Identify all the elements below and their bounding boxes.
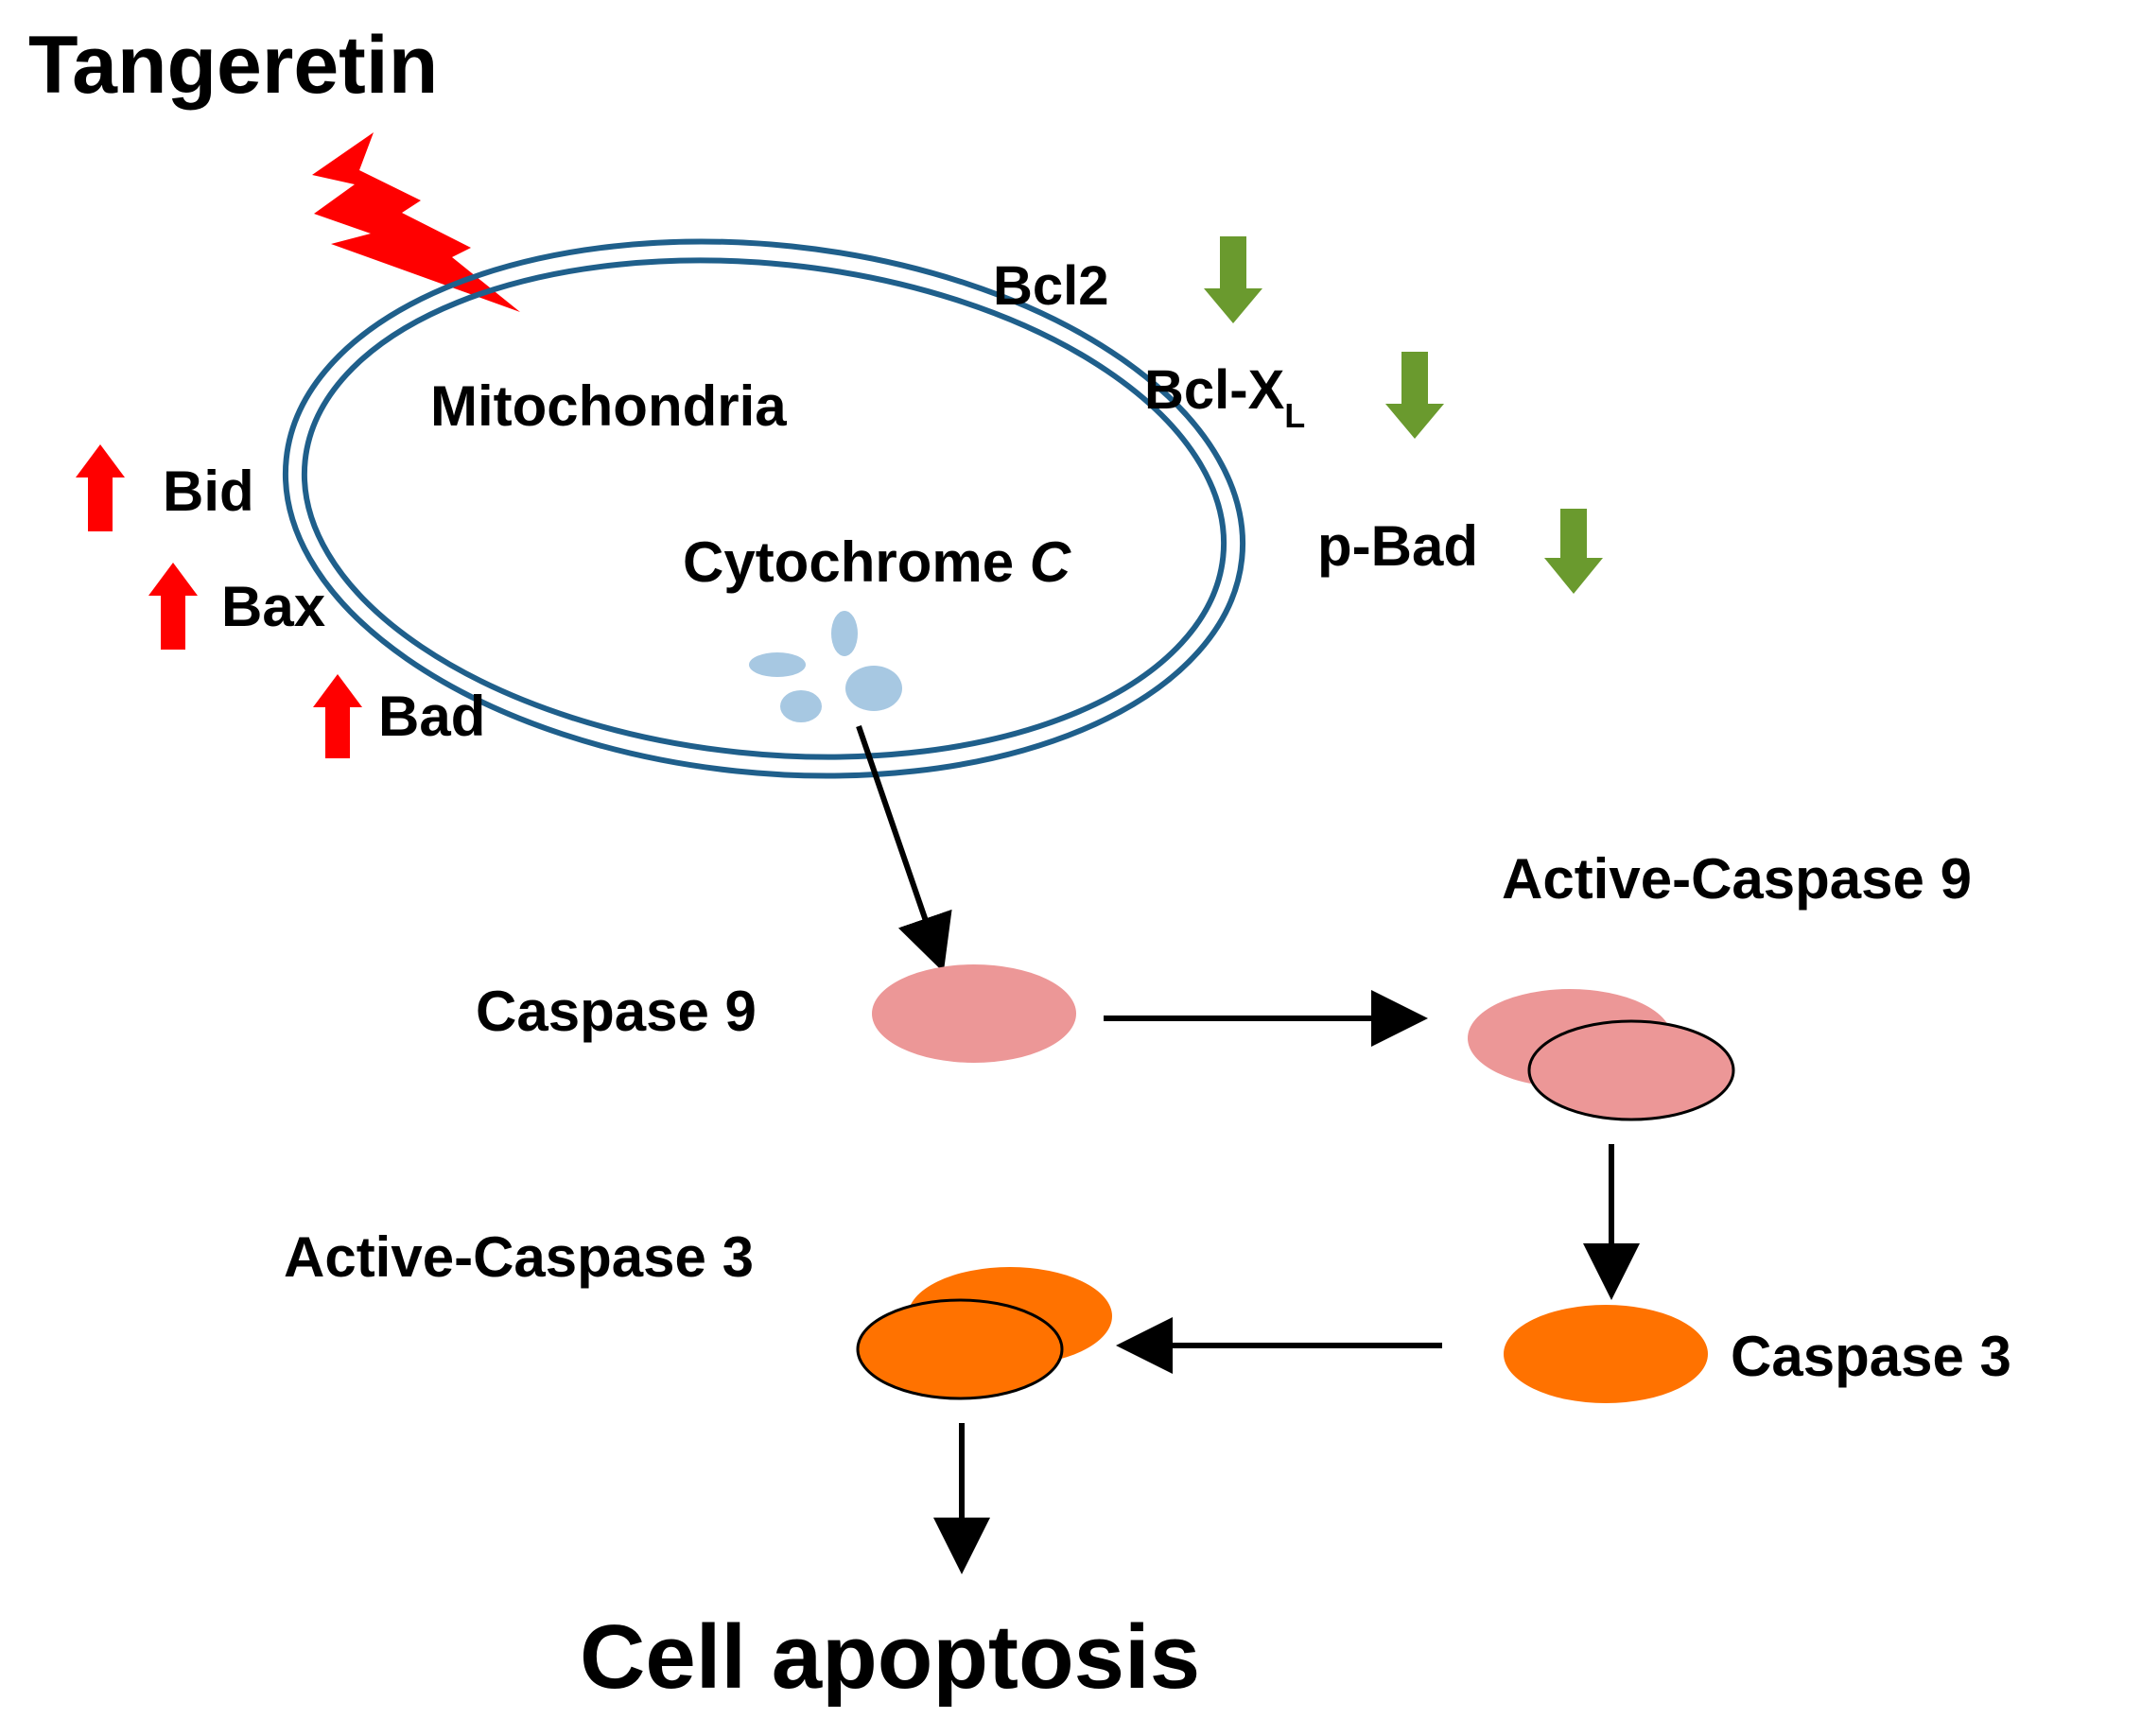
up-arrow-icon	[313, 674, 362, 758]
caspase3-node	[1504, 1305, 1708, 1403]
mitochondria-label: Mitochondria	[430, 374, 787, 438]
active-caspase3-label: Active-Caspase 3	[284, 1225, 754, 1289]
caspase9-node	[872, 964, 1076, 1063]
down-arrow-icon	[1544, 509, 1603, 594]
bcl2-label: Bcl2	[993, 255, 1109, 317]
cell-apoptosis-label: Cell apoptosis	[580, 1606, 1200, 1708]
up-regulated-group: Bid Bax Bad	[76, 444, 485, 758]
arrow-cytochrome-to-caspase9	[856, 725, 952, 973]
caspase9-label: Caspase 9	[476, 980, 757, 1043]
active-caspase9-label: Active-Caspase 9	[1502, 847, 1972, 911]
up-arrow-icon	[76, 444, 125, 531]
cytochrome-c-particles	[749, 611, 902, 722]
bax-label: Bax	[221, 575, 325, 638]
active-caspase3-node	[856, 1267, 1112, 1400]
bid-label: Bid	[163, 460, 254, 523]
p-bad-label: p-Bad	[1317, 514, 1478, 578]
active-caspase9-node	[1468, 989, 1735, 1121]
lightning-bolt-icon	[312, 132, 520, 312]
title-tangeretin: Tangeretin	[28, 20, 438, 111]
down-arrow-icon	[1204, 236, 1262, 323]
down-arrow-icon	[1385, 352, 1444, 439]
down-regulated-group: Bcl2 Bcl-XL p-Bad	[993, 236, 1603, 594]
cytochrome-c-label: Cytochrome C	[683, 530, 1072, 594]
mitochondria-membrane	[282, 238, 1246, 779]
caspase3-label: Caspase 3	[1731, 1325, 2011, 1388]
bad-label: Bad	[378, 685, 485, 748]
bcl-xl-label: Bcl-XL	[1144, 359, 1305, 435]
up-arrow-icon	[148, 563, 198, 650]
